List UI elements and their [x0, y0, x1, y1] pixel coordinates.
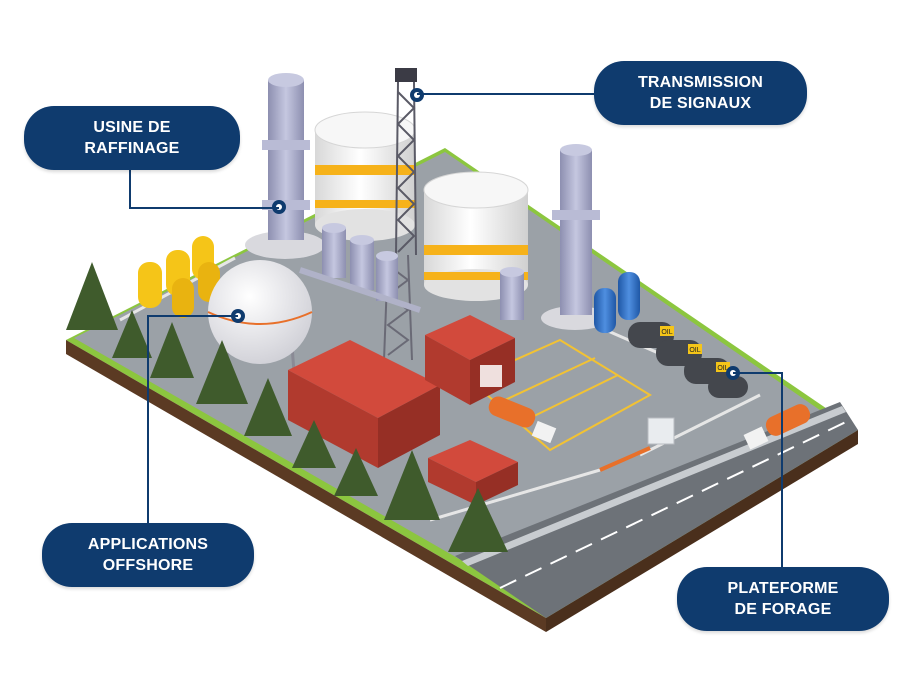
callout-line: APPLICATIONS [87, 536, 209, 553]
oil-label: OIL [689, 347, 700, 354]
red-building-main [288, 340, 440, 468]
callout-connectors [129, 93, 783, 567]
connector-plateforme [733, 372, 783, 567]
blue-vessels [594, 272, 640, 333]
connector-raffinage [129, 170, 279, 209]
callout-line: TRANSMISSION [637, 74, 764, 91]
red-building-small [428, 440, 518, 505]
callout-line: DE FORAGE [734, 601, 832, 618]
right-column [541, 144, 609, 330]
callout-line: OFFSHORE [102, 557, 194, 574]
connector-offshore [147, 315, 238, 523]
transmission-tower [395, 68, 424, 256]
tanker-truck-2 [743, 404, 811, 450]
trees [66, 262, 508, 552]
refinery-column [245, 73, 325, 259]
yellow-vessels [138, 236, 220, 318]
callout-line: DE SIGNAUX [649, 95, 752, 112]
process-vessels [299, 223, 421, 313]
callout-line: PLATEFORME [727, 580, 839, 597]
red-building-office [425, 315, 515, 405]
small-silo [500, 267, 524, 320]
callout-line: RAFFINAGE [84, 140, 180, 157]
oil-label: OIL [717, 365, 728, 372]
tanker-truck-1 [488, 396, 557, 444]
storage-tank-2 [423, 171, 529, 301]
storage-tank-1 [314, 111, 416, 241]
callout-usine-de-raffinage: USINE DE RAFFINAGE [24, 106, 240, 170]
callout-applications-offshore: APPLICATIONS OFFSHORE [42, 523, 254, 587]
oil-label: OIL [661, 329, 672, 336]
guard-booth [599, 417, 675, 472]
callout-transmission-de-signaux: TRANSMISSION DE SIGNAUX [594, 61, 807, 125]
callout-line: USINE DE [93, 119, 171, 136]
callout-plateforme-de-forage: PLATEFORME DE FORAGE [677, 567, 889, 631]
road [455, 402, 858, 618]
oil-tanks: OIL OIL OIL [628, 322, 748, 398]
